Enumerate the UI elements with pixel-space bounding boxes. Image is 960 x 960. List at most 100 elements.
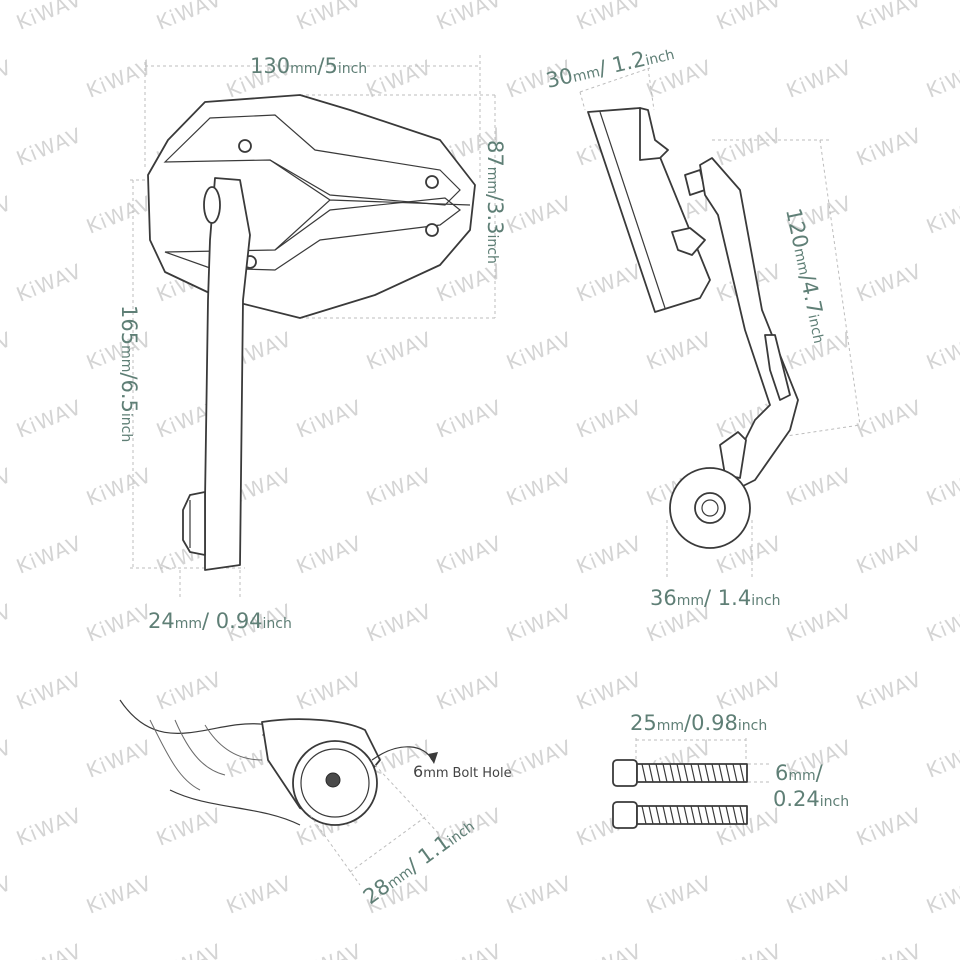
watermark-text: KiWAV (13, 939, 85, 960)
mirror-glass-side (587, 107, 711, 313)
watermark-text: KiWAV (433, 939, 505, 960)
mirror-rear-tab-bottom (671, 227, 706, 256)
arm-length-dim-line (819, 139, 861, 426)
clamp-detail-view (119, 699, 441, 886)
arm-pivot (203, 186, 221, 224)
bolt-hole-icon (325, 772, 341, 788)
watermark-text: KiWAV (923, 191, 960, 239)
watermark-text: KiWAV (573, 939, 645, 960)
dim-arm-length: 120mm/4.7inch (781, 206, 833, 345)
watermark-text: KiWAV (573, 667, 645, 715)
watermark-text: KiWAV (853, 531, 925, 579)
bolt-1-thread (641, 763, 745, 783)
watermark-text: KiWAV (83, 191, 155, 239)
watermark-text: KiWAV (433, 259, 505, 307)
dim-mirror-depth: 30mm/ 1.2inch (544, 40, 677, 93)
watermark-text: KiWAV (13, 395, 85, 443)
watermark-text: KiWAV (153, 667, 225, 715)
watermark-text: KiWAV (783, 871, 855, 919)
watermark-text: KiWAV (83, 463, 155, 511)
mirror-glass-edge (599, 111, 666, 309)
watermark-text: KiWAV (503, 871, 575, 919)
side-clamp-hole (694, 492, 726, 524)
watermark-text: KiWAV (433, 531, 505, 579)
clamp-detail-inner-ring (300, 748, 370, 818)
watermark-text: KiWAV (293, 395, 365, 443)
watermark-text: KiWAV (153, 939, 225, 960)
watermark-text: KiWAV (433, 0, 505, 35)
clamp-dia-guide-left (309, 814, 361, 886)
watermark-text: KiWAV (853, 0, 925, 35)
side-arm-slot (764, 334, 791, 401)
screw-bottom-right-icon (425, 223, 439, 237)
watermark-text: KiWAV (643, 327, 715, 375)
mirror-inner-top (163, 114, 461, 206)
watermark-text: KiWAV (293, 939, 365, 960)
watermark-text: KiWAV (0, 871, 15, 919)
watermark-text: KiWAV (853, 939, 925, 960)
watermark-text: KiWAV (783, 599, 855, 647)
watermark-text: KiWAV (923, 55, 960, 103)
watermark-text: KiWAV (83, 871, 155, 919)
bolt-1 (612, 759, 748, 787)
watermark-text: KiWAV (853, 803, 925, 851)
watermark-text: KiWAV (83, 735, 155, 783)
watermark-text: KiWAV (293, 0, 365, 35)
watermark-text: KiWAV (573, 0, 645, 35)
watermark-text: KiWAV (0, 55, 15, 103)
watermark-text: KiWAV (923, 735, 960, 783)
watermark-text: KiWAV (783, 463, 855, 511)
watermark-text: KiWAV (853, 667, 925, 715)
watermark-text: KiWAV (573, 395, 645, 443)
watermark-text: KiWAV (0, 463, 15, 511)
watermark-text: KiWAV (13, 531, 85, 579)
watermark-text: KiWAV (153, 0, 225, 35)
watermark-text: KiWAV (573, 259, 645, 307)
watermark-text: KiWAV (0, 327, 15, 375)
bolt-1-head (612, 759, 638, 787)
watermark-text: KiWAV (13, 123, 85, 171)
watermark-text: KiWAV (153, 803, 225, 851)
arm-end-knob (182, 491, 206, 556)
watermark-text: KiWAV (713, 939, 785, 960)
watermark-text: KiWAV (363, 327, 435, 375)
watermark-text: KiWAV (13, 0, 85, 35)
watermark-text: KiWAV (503, 463, 575, 511)
screw-top-right-icon (425, 175, 439, 189)
dim-bolt-diameter-mm: 6mm/ (775, 761, 824, 785)
watermark-text: KiWAV (13, 259, 85, 307)
mirror-head-outline (147, 94, 476, 319)
side-view (579, 67, 861, 578)
clamp-detail-hatching (149, 719, 290, 791)
watermark-text: KiWAV (83, 599, 155, 647)
watermark-text: KiWAV (713, 0, 785, 35)
watermark-text: KiWAV (13, 803, 85, 851)
arm-length-guide-bottom (759, 424, 861, 441)
depth-guide-left (579, 91, 586, 111)
watermark-text: KiWAV (853, 259, 925, 307)
watermark-text: KiWAV (853, 123, 925, 171)
watermark-text: KiWAV (293, 531, 365, 579)
watermark-text: KiWAV (433, 395, 505, 443)
side-arm (699, 157, 799, 491)
clamp-dia-dim-line (349, 814, 429, 873)
watermark-text: KiWAV (0, 191, 15, 239)
clamp-detail-arm-lower (169, 789, 301, 826)
watermark-text: KiWAV (923, 599, 960, 647)
bolt-hole-arrow-icon (428, 752, 438, 764)
mirror-rear-tab-top (639, 107, 669, 161)
depth-guide-right (647, 67, 655, 111)
dim-clamp-width: 36mm/ 1.4inch (650, 586, 781, 610)
watermark-text: KiWAV (0, 599, 15, 647)
bolt-2-thread (641, 805, 745, 825)
side-clamp-bore (701, 499, 719, 517)
screw-top-left-icon (238, 139, 252, 153)
watermark-text: KiWAV (503, 599, 575, 647)
watermark-text: KiWAV (853, 395, 925, 443)
watermark-text: KiWAV (503, 327, 575, 375)
watermark-text: KiWAV (923, 463, 960, 511)
watermark-text: KiWAV (713, 667, 785, 715)
